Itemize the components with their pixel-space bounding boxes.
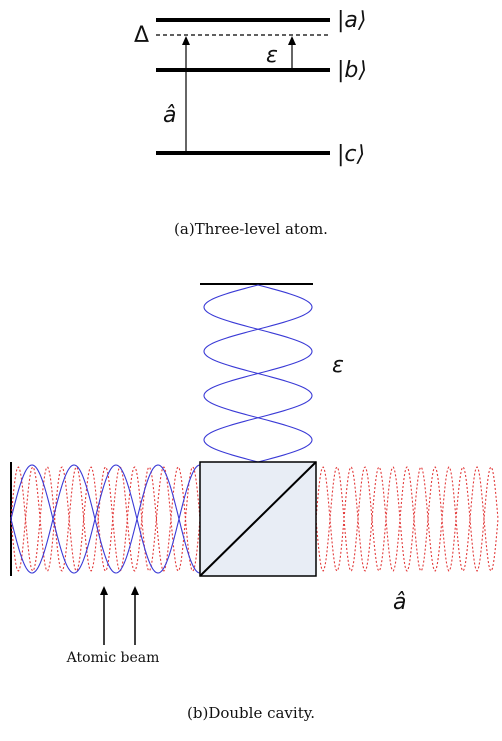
panel-b-double-cavity: ε â Atomic beam (b)Double cavity. <box>10 283 499 722</box>
panel-a-three-level-atom: Δ |a⟩ |b⟩ |c⟩ ε â (a)Three-level atom. <box>134 8 367 238</box>
drive-mode-wave <box>10 464 201 574</box>
cavity-mode-wave <box>10 466 201 572</box>
cavity-label-a: â <box>163 103 176 128</box>
drive-cavity-mode <box>203 284 313 463</box>
caption-a: (a)Three-level atom. <box>174 220 328 238</box>
atomic-beam-label: Atomic beam <box>66 650 160 666</box>
beam-splitter-diagonal <box>199 461 317 577</box>
level-b-label: |b⟩ <box>337 58 367 83</box>
cavity-mode-wave <box>315 466 499 572</box>
caption-b: (b)Double cavity. <box>187 704 315 722</box>
cavity-mode-wave <box>10 466 201 572</box>
drive-mode-wave <box>203 284 313 463</box>
cavity-label-b: â <box>393 590 406 615</box>
cavity-mode-wave <box>315 466 499 572</box>
drive-label-b: ε <box>332 353 344 378</box>
level-c-label: |c⟩ <box>337 142 365 167</box>
left-cavity-modes <box>10 464 201 574</box>
right-cavity-mode <box>315 466 499 572</box>
drive-label-a: ε <box>266 43 278 68</box>
detuning-label: Δ <box>134 23 149 48</box>
level-a-label: |a⟩ <box>337 8 366 33</box>
drive-mode-wave <box>10 464 201 574</box>
